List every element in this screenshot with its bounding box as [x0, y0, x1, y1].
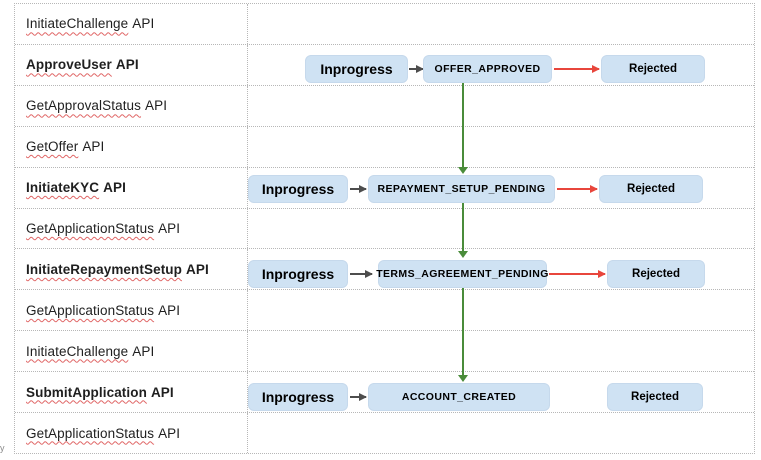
api-name: InitiateChallenge — [26, 343, 129, 359]
api-suffix: API — [132, 343, 155, 359]
edge-text-fragment: y — [0, 443, 5, 453]
api-name: GetApprovalStatus — [26, 98, 142, 114]
api-suffix: API — [132, 16, 155, 32]
api-name: GetApplicationStatus — [26, 220, 155, 236]
flow-cell — [248, 290, 754, 330]
api-suffix: API — [158, 220, 181, 236]
flow-cell — [248, 127, 754, 167]
api-name: SubmitApplication — [26, 384, 147, 400]
api-name: GetApplicationStatus — [26, 425, 155, 441]
flow-cell — [248, 372, 754, 412]
api-suffix: API — [150, 384, 174, 400]
api-suffix: API — [158, 425, 181, 441]
api-suffix: API — [103, 180, 126, 196]
api-name: InitiateKYC — [26, 180, 100, 196]
flow-cell — [248, 4, 754, 44]
api-name: InitiateRepaymentSetup — [26, 261, 182, 277]
flow-cell — [248, 209, 754, 249]
api-suffix: API — [158, 302, 181, 318]
flow-cell — [248, 249, 754, 289]
api-suffix: API — [82, 139, 105, 155]
flow-cell — [248, 331, 754, 371]
api-suffix: API — [145, 98, 168, 114]
flow-cell — [248, 86, 754, 126]
api-name: GetApplicationStatus — [26, 302, 155, 318]
api-suffix: API — [115, 57, 139, 73]
api-suffix: API — [185, 261, 209, 277]
flow-cell — [248, 168, 754, 208]
api-name: ApproveUser — [26, 57, 112, 73]
flow-cell — [248, 45, 754, 85]
api-name: GetOffer — [26, 139, 79, 155]
flow-cell — [248, 413, 754, 453]
api-name: InitiateChallenge — [26, 16, 129, 32]
